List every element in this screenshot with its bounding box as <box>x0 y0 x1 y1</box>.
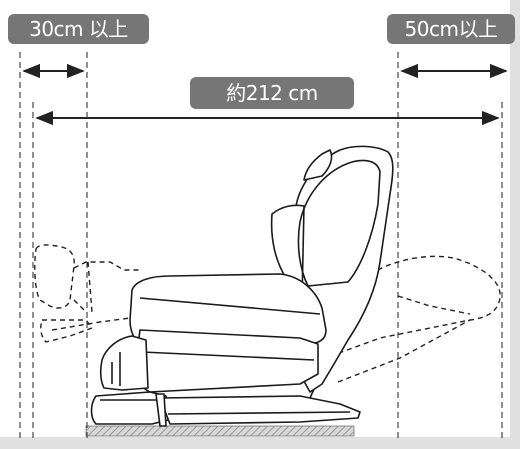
total-length-label: 約212 cm <box>190 77 354 109</box>
front-clearance-label: 30cm 以上 <box>8 14 149 44</box>
reclined-outline <box>34 244 501 383</box>
floor <box>0 437 520 449</box>
base-mat <box>85 425 355 437</box>
wall <box>510 0 520 449</box>
massage-chair <box>90 145 394 427</box>
back-clearance-label: 50cm以上 <box>387 14 515 44</box>
